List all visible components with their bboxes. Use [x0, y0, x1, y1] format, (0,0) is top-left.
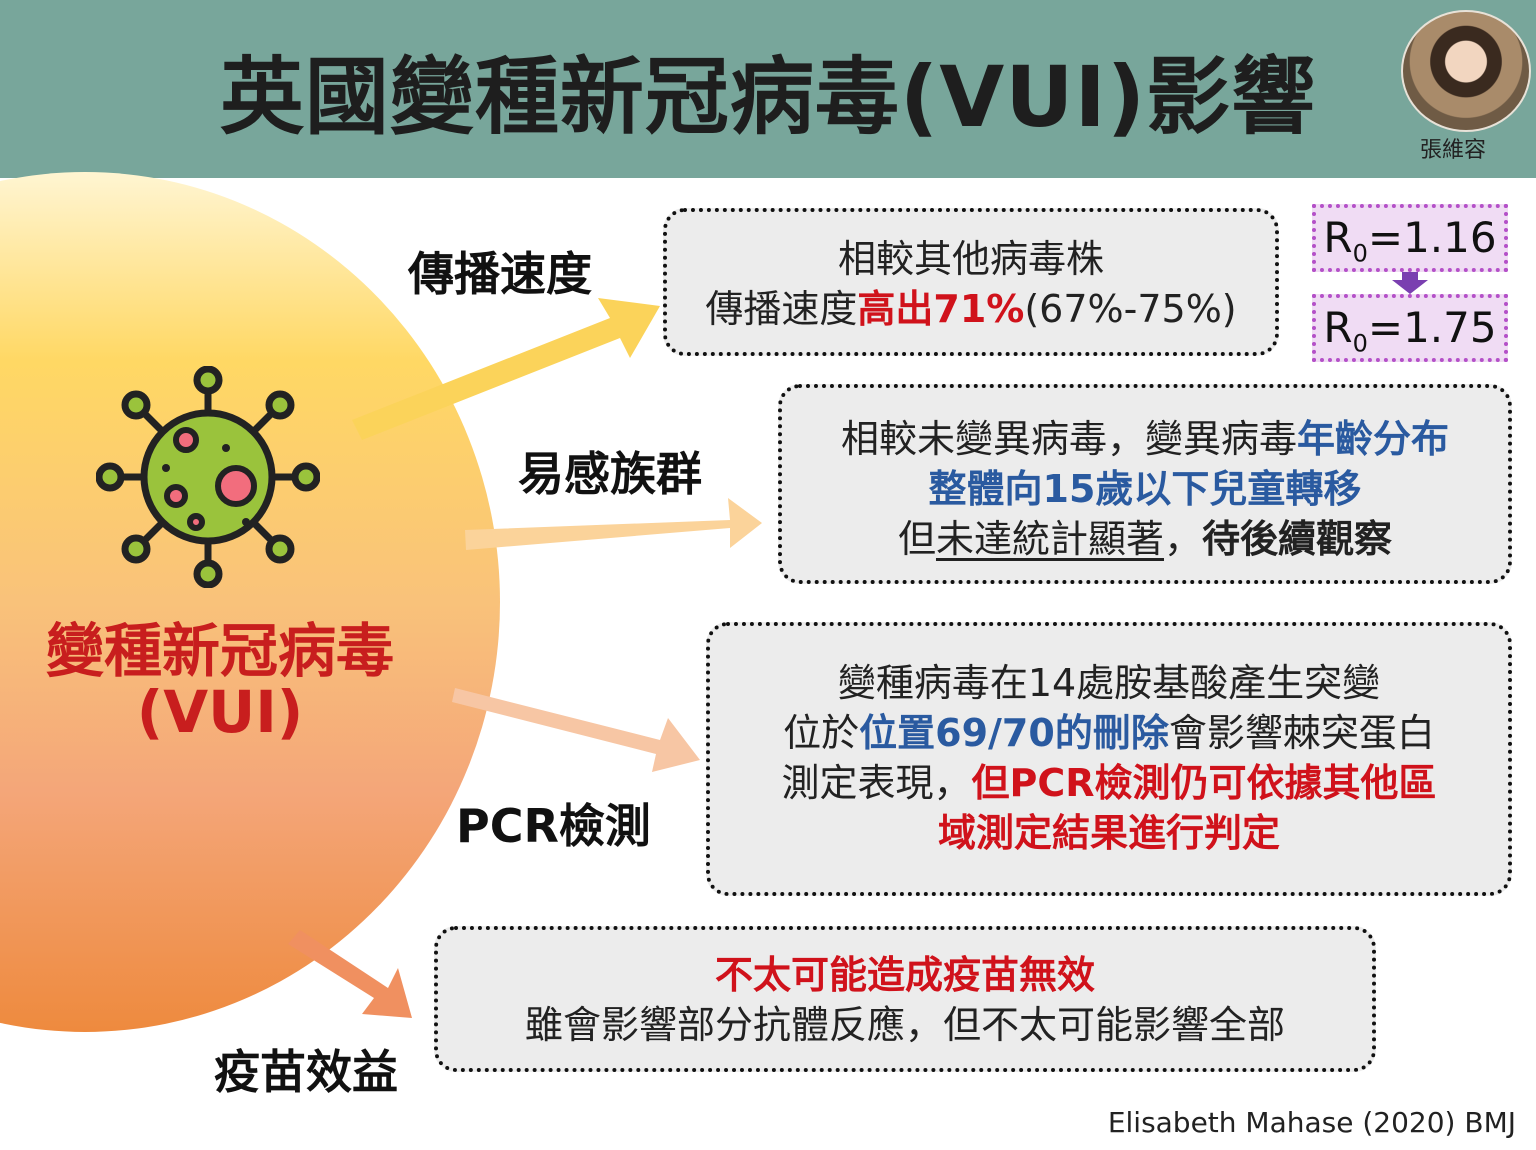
pcr-text-a: 位於	[783, 711, 860, 755]
r0-after-box: R0=1.75	[1312, 294, 1508, 362]
center-title: 變種新冠病毒	[45, 617, 394, 685]
author-avatar	[1401, 10, 1531, 132]
r0-before-box: R0=1.16	[1312, 204, 1508, 272]
transmission-box: 相較其他病毒株 傳播速度高出71%(67%-75%)	[663, 208, 1279, 356]
susceptible-line2: 整體向15歲以下兒童轉移	[928, 467, 1362, 511]
r0-before-symbol: R	[1323, 213, 1353, 262]
pcr-line3: 測定表現，但PCR檢測仍可依據其他區	[710, 758, 1508, 808]
susceptible-box: 相較未變異病毒，變異病毒年齡分布 整體向15歲以下兒童轉移 但未達統計顯著，待後…	[778, 384, 1512, 584]
vaccine-box: 不太可能造成疫苗無效 雖會影響部分抗體反應，但不太可能影響全部	[434, 926, 1376, 1072]
pcr-line4: 域測定結果進行判定	[937, 811, 1280, 855]
transmission-line2: 傳播速度高出71%(67%-75%)	[667, 284, 1275, 334]
r0-after-value: =1.75	[1367, 303, 1497, 352]
r0-after-symbol: R	[1323, 303, 1353, 352]
transmission-line1: 相較其他病毒株	[837, 237, 1104, 281]
label-vaccine: 疫苗效益	[214, 1045, 398, 1099]
susceptible-text: 相較未變異病毒，變異病毒	[840, 417, 1297, 461]
arrow-susceptible	[465, 498, 762, 550]
transmission-highlight: 高出71%	[857, 287, 1025, 331]
vaccine-line2: 雖會影響部分抗體反應，但不太可能影響全部	[524, 1003, 1285, 1047]
r0-after-sub: 0	[1352, 329, 1368, 358]
page-title: 英國變種新冠病毒(VUI)影響	[219, 48, 1317, 146]
author-name: 張維容	[1420, 138, 1487, 163]
arrow-pcr	[452, 688, 700, 772]
arrow-vaccine	[288, 930, 412, 1018]
pcr-deletion-highlight: 位置69/70的刪除	[859, 711, 1169, 755]
susceptible-line3: 但未達統計顯著，待後續觀察	[782, 514, 1508, 564]
r0-before-value: =1.16	[1367, 213, 1497, 262]
label-transmission: 傳播速度	[408, 247, 592, 301]
susceptible-highlight: 年齡分布	[1297, 417, 1450, 461]
transmission-text: 傳播速度	[705, 287, 858, 331]
center-subtitle: (VUI)	[136, 678, 304, 746]
virus-icon	[96, 366, 320, 588]
susceptible-comma: ，	[1164, 517, 1203, 561]
susceptible-but: 但	[897, 517, 936, 561]
transmission-range: (67%-75%)	[1024, 287, 1237, 331]
pcr-text-b: 會影響棘突蛋白	[1168, 711, 1435, 755]
label-pcr: PCR檢測	[456, 799, 651, 853]
susceptible-not-significant: 未達統計顯著	[935, 517, 1164, 561]
label-susceptible: 易感族群	[518, 447, 702, 501]
header-bar: 英國變種新冠病毒(VUI)影響 張維容	[0, 0, 1536, 178]
susceptible-followup: 待後續觀察	[1202, 517, 1393, 561]
citation: Elisabeth Mahase (2020) BMJ	[1107, 1106, 1516, 1139]
pcr-line1: 變種病毒在14處胺基酸產生突變	[837, 661, 1381, 705]
r0-down-arrow-icon	[1392, 272, 1428, 294]
pcr-line2: 位於位置69/70的刪除會影響棘突蛋白	[710, 708, 1508, 758]
susceptible-line1: 相較未變異病毒，變異病毒年齡分布	[782, 414, 1508, 464]
r0-before-sub: 0	[1352, 239, 1368, 268]
vaccine-line1: 不太可能造成疫苗無效	[714, 953, 1095, 997]
pcr-text-c: 測定表現，	[781, 761, 972, 805]
pcr-red-highlight: 但PCR檢測仍可依據其他區	[971, 761, 1437, 805]
pcr-box: 變種病毒在14處胺基酸產生突變 位於位置69/70的刪除會影響棘突蛋白 測定表現…	[706, 622, 1512, 896]
arrow-transmission	[352, 298, 660, 440]
